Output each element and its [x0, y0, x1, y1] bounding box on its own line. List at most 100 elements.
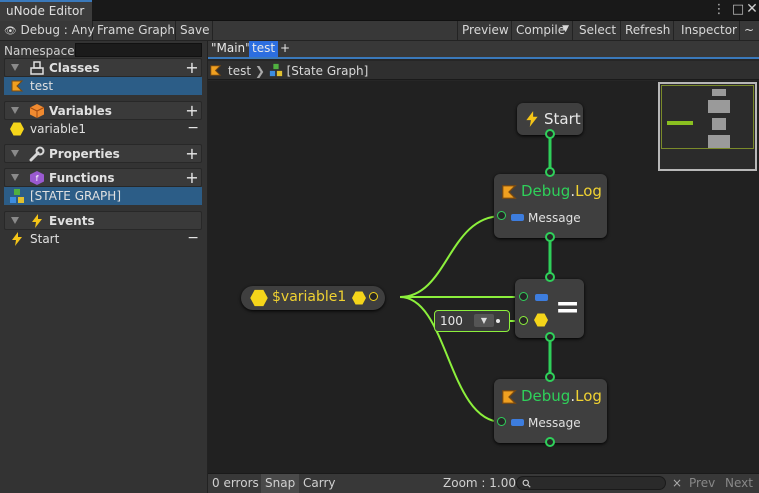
class-icon: [210, 65, 222, 76]
debug-log-in-port[interactable]: [545, 372, 555, 382]
toolbar-more-button[interactable]: ~: [744, 23, 755, 37]
breadcrumb-current[interactable]: [State Graph]: [286, 64, 369, 78]
close-icon[interactable]: ✕: [746, 1, 758, 17]
clear-search-icon[interactable]: ×: [672, 476, 683, 490]
remove-variable-button[interactable]: −: [187, 120, 199, 136]
error-count[interactable]: 0 errors: [212, 476, 259, 490]
properties-section[interactable]: Properties +: [4, 144, 202, 163]
event-item[interactable]: Start −: [4, 230, 202, 248]
collapse-arrow-icon[interactable]: [11, 107, 19, 114]
breadcrumb-root[interactable]: test: [228, 64, 252, 78]
preview-button[interactable]: Preview: [457, 21, 512, 41]
snap-toggle[interactable]: Snap: [261, 474, 300, 493]
function-item[interactable]: [STATE GRAPH]: [4, 187, 202, 205]
select-button[interactable]: Select: [575, 21, 621, 41]
tab-test[interactable]: test: [249, 41, 279, 57]
debug-dropdown[interactable]: 👁 Debug : Any: [0, 21, 95, 41]
class-item[interactable]: test: [4, 77, 202, 95]
breadcrumb: [208, 61, 759, 80]
collapse-arrow-icon[interactable]: [11, 174, 19, 181]
debug-log-in-port[interactable]: [545, 167, 555, 177]
start-out-port[interactable]: [545, 129, 555, 139]
int-pin-icon: [535, 294, 548, 301]
next-button[interactable]: Next: [725, 476, 753, 490]
search-field[interactable]: [516, 476, 666, 490]
state-graph-icon: [10, 189, 24, 203]
equals-a-port[interactable]: [519, 292, 528, 301]
classes-section[interactable]: Classes +: [4, 58, 202, 77]
variable-out-port[interactable]: [369, 292, 378, 301]
functions-title: Functions: [49, 171, 115, 185]
tab-main[interactable]: "Main": [211, 41, 251, 55]
namespace-field[interactable]: [75, 43, 202, 57]
breadcrumb-path: test ❯ [State Graph]: [210, 63, 369, 78]
eye-icon: 👁: [4, 26, 17, 37]
variable-item[interactable]: variable1 −: [4, 120, 202, 138]
remove-event-button[interactable]: −: [187, 230, 199, 246]
debug-log-node[interactable]: Debug.Log Message: [494, 174, 607, 238]
minimap-node: [667, 121, 693, 125]
carry-toggle[interactable]: Carry: [303, 476, 336, 490]
events-section[interactable]: Events: [4, 211, 202, 230]
class-item-icon: [11, 80, 24, 92]
frame-graph-button[interactable]: Frame Graph: [93, 21, 176, 41]
compile-label: Compile: [516, 23, 566, 37]
namespace-label: Namespace: [4, 44, 75, 58]
variable-item-label: variable1: [30, 122, 87, 136]
equals-out-port[interactable]: [545, 332, 555, 342]
debug-log-out-port[interactable]: [545, 437, 555, 447]
lightning-icon: [32, 214, 42, 228]
message-in-port[interactable]: [497, 417, 506, 426]
more-icon[interactable]: ⋮: [712, 2, 726, 17]
minimap-viewport[interactable]: [661, 85, 754, 149]
graph-tab-bar: "Main" test +: [208, 41, 759, 59]
variables-section[interactable]: Variables +: [4, 101, 202, 120]
yellow-pin-icon: [534, 313, 548, 327]
add-class-button[interactable]: +: [185, 58, 199, 77]
classes-title: Classes: [49, 61, 100, 75]
debug-log-out-port[interactable]: [545, 232, 555, 242]
debug-class-label: Debug: [521, 387, 571, 405]
equals-symbol: =: [555, 290, 581, 325]
string-pin-icon: [511, 419, 524, 426]
literal-value-field[interactable]: 100 ▼: [434, 310, 510, 332]
log-method-label: Log: [575, 182, 602, 200]
save-button[interactable]: Save: [176, 21, 213, 41]
state-graph-icon: [269, 63, 282, 77]
minimap-node: [712, 118, 726, 130]
collapse-arrow-icon[interactable]: [11, 217, 19, 224]
message-in-port[interactable]: [497, 211, 506, 220]
add-function-button[interactable]: +: [185, 168, 199, 187]
function-icon: f: [30, 171, 44, 185]
minimap[interactable]: [658, 82, 757, 171]
add-variable-button[interactable]: +: [185, 101, 199, 120]
properties-title: Properties: [49, 147, 120, 161]
literal-dropdown-icon[interactable]: ▼: [474, 314, 494, 327]
zoom-level[interactable]: Zoom : 1.00: [443, 476, 516, 490]
add-property-button[interactable]: +: [185, 144, 199, 163]
debug-log-node[interactable]: Debug.Log Message: [494, 379, 607, 443]
collapse-arrow-icon[interactable]: [11, 150, 19, 157]
start-node-title: Start: [544, 110, 581, 128]
message-label: Message: [528, 211, 581, 225]
inspector-button[interactable]: Inspector: [677, 21, 740, 41]
dropdown-arrow-icon: ▼: [562, 24, 569, 34]
class-icon: [30, 61, 44, 75]
window-tab[interactable]: uNode Editor: [0, 0, 92, 21]
collapse-arrow-icon[interactable]: [11, 64, 19, 71]
literal-out-dot: [496, 319, 500, 323]
equals-node[interactable]: =: [515, 279, 584, 338]
refresh-button[interactable]: Refresh: [621, 21, 674, 41]
variable-node[interactable]: $variable1: [241, 286, 385, 310]
minimap-node: [712, 89, 726, 96]
prev-button[interactable]: Prev: [689, 476, 716, 490]
functions-section[interactable]: f Functions +: [4, 168, 202, 187]
function-item-label: [STATE GRAPH]: [30, 189, 122, 203]
equals-b-port[interactable]: [519, 316, 528, 325]
equals-in-port[interactable]: [545, 272, 555, 282]
compile-dropdown[interactable]: Compile▼: [512, 21, 573, 41]
maximize-icon[interactable]: □: [731, 2, 745, 17]
lightning-icon: [526, 111, 538, 127]
value-wire: [399, 215, 503, 298]
add-tab-button[interactable]: +: [280, 41, 291, 55]
